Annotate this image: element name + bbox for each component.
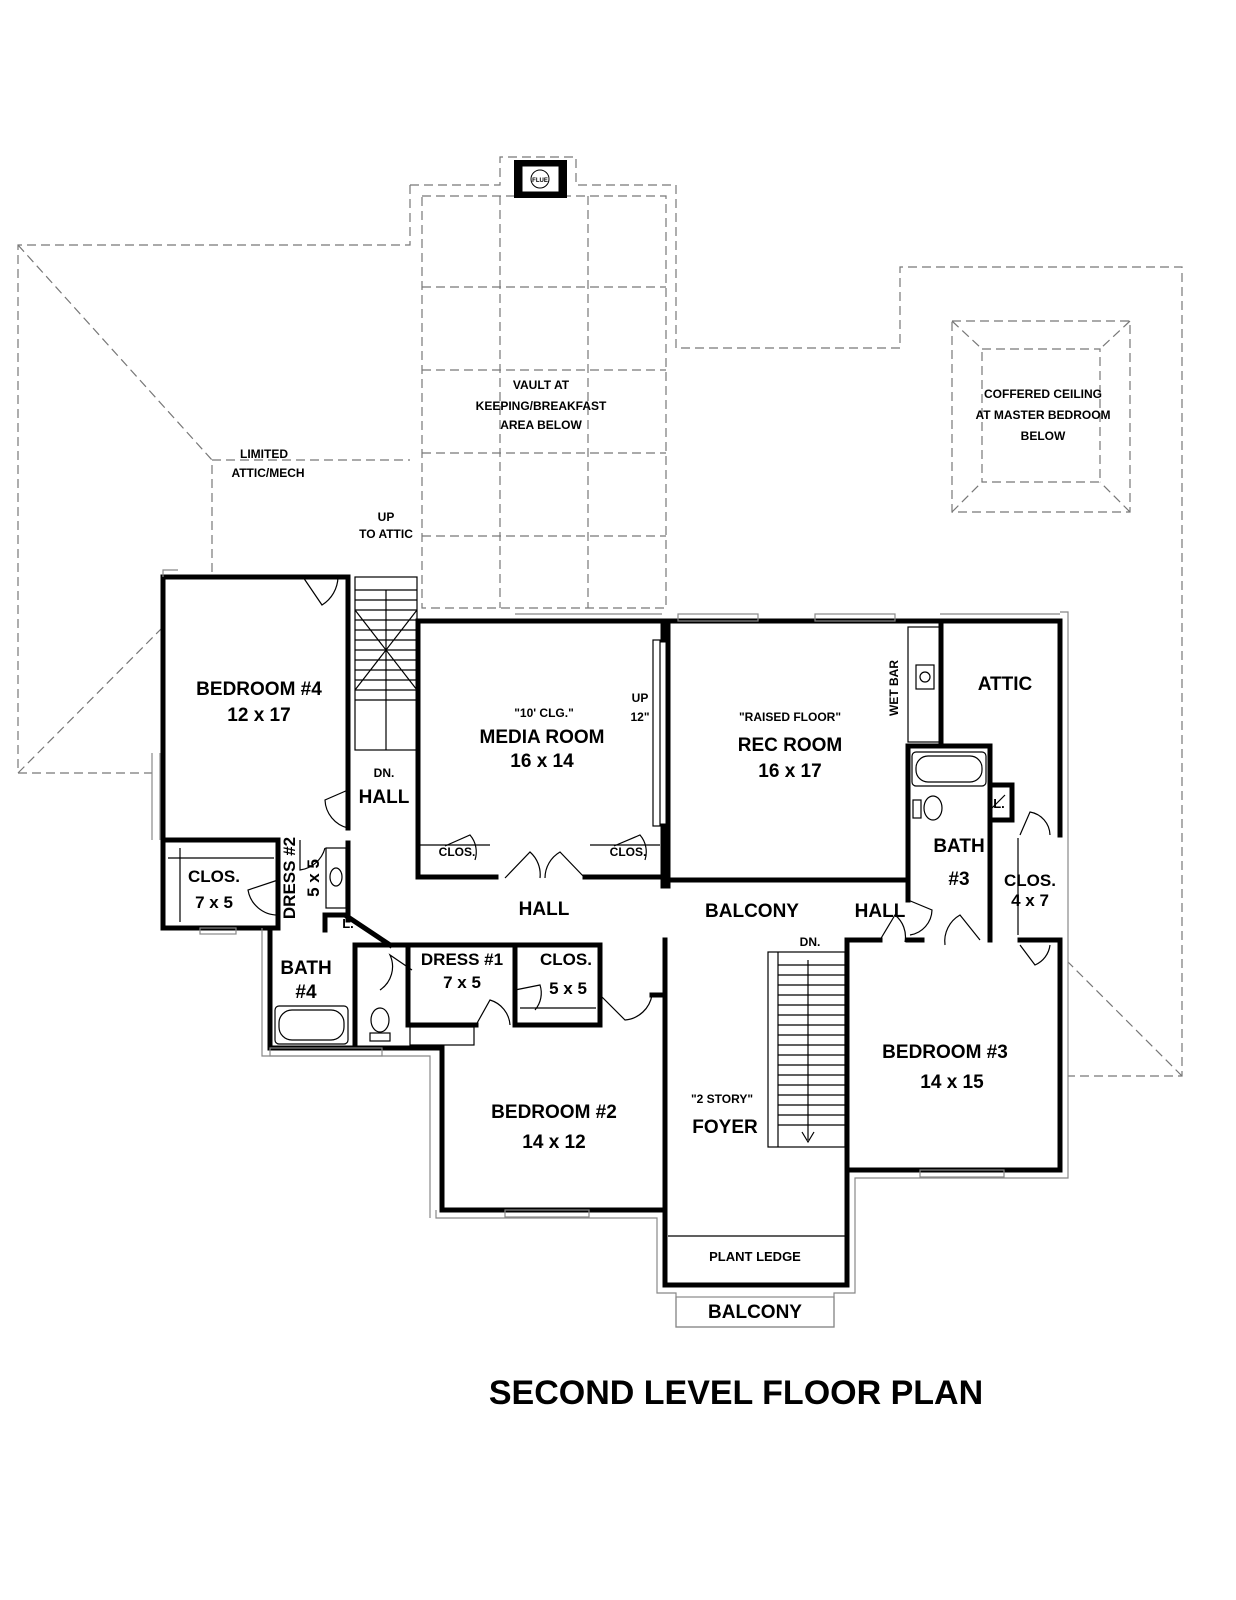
room-name: ATTIC [978,674,1033,695]
svg-text:12": 12" [630,710,649,724]
room-size: 12 x 17 [227,705,290,726]
svg-text:UP: UP [378,510,395,524]
closet-4x7: CLOS. 4 x 7 [1004,871,1056,910]
media-room: "10' CLG." MEDIA ROOM 16 x 14 [480,706,605,772]
room-name: DRESS #2 [280,837,299,919]
plan-title: SECOND LEVEL FLOOR PLAN [489,1374,983,1412]
chimney: FLUE [514,160,567,198]
bath-3: BATH #3 [933,836,984,890]
bedroom-3: BEDROOM #3 14 x 15 [882,1042,1008,1093]
hall-left-label: HALL [359,787,410,808]
coffered-note: COFFERED CEILING AT MASTER BEDROOM BELOW [975,387,1110,443]
room-name: MEDIA ROOM [480,727,605,748]
svg-text:AREA BELOW: AREA BELOW [500,418,582,432]
room-name: REC ROOM [738,735,843,756]
room-name: CLOS. [1004,871,1056,890]
dress-1: DRESS #1 7 x 5 [421,950,503,992]
room-name: DRESS #1 [421,950,503,969]
flue-label: FLUE [532,178,548,184]
bath-4: BATH #4 [280,958,331,1003]
balcony-bottom-label: BALCONY [708,1302,802,1323]
dn-stair-top: DN. [374,766,395,780]
bedroom-4: BEDROOM #4 12 x 17 [196,679,322,726]
svg-text:BELOW: BELOW [1021,429,1066,443]
foyer-stair [767,951,846,1148]
up-media-note: UP 12" [630,691,649,724]
hall-right-label: HALL [855,901,906,922]
limited-attic-note: LIMITED ATTIC/MECH [231,447,304,480]
rec-room: "RAISED FLOOR" REC ROOM 16 x 17 [738,710,843,782]
room-size: 16 x 17 [758,761,821,782]
room-size: 14 x 15 [920,1072,984,1093]
roof-outline [17,156,1183,1077]
linen-left-label: L. [342,916,354,931]
linen-right-label: L. [993,796,1005,811]
svg-text:VAULT AT: VAULT AT [513,378,570,392]
room-name: CLOS. [540,950,592,969]
wet-bar: WET BAR [887,660,901,716]
closet-media-left-label: CLOS. [439,845,476,859]
dn-stair-foyer: DN. [800,935,821,949]
room-size: 7 x 5 [195,893,233,912]
room-name: WET BAR [887,660,901,716]
svg-text:ATTIC/MECH: ATTIC/MECH [231,466,304,480]
balcony-mid-label: BALCONY [705,901,799,922]
dress-2: DRESS #2 5 x 5 [280,837,323,919]
svg-text:TO ATTIC: TO ATTIC [359,527,413,541]
svg-text:UP: UP [632,691,649,705]
room-size: 7 x 5 [443,973,481,992]
room-name: CLOS. [188,867,240,886]
room-size: 5 x 5 [304,859,323,897]
hall-center-label: HALL [519,899,570,920]
plant-ledge-label: PLANT LEDGE [709,1249,801,1264]
room-size: 14 x 12 [522,1132,585,1153]
room-size: 16 x 14 [510,751,574,772]
foyer: "2 STORY" FOYER [691,1092,758,1138]
room-name: BATH [933,836,984,857]
svg-text:LIMITED: LIMITED [240,447,288,461]
room-note: "10' CLG." [514,706,574,720]
room-name: BEDROOM #3 [882,1042,1008,1063]
detail-lines [151,569,1069,1328]
room-number: #3 [948,869,969,890]
room-note: "RAISED FLOOR" [739,710,841,724]
room-note: "2 STORY" [691,1092,753,1106]
svg-text:COFFERED CEILING: COFFERED CEILING [984,387,1102,401]
up-to-attic-note: UP TO ATTIC [359,510,413,541]
room-number: #4 [295,982,317,1003]
room-size: 4 x 7 [1011,891,1049,910]
svg-text:AT MASTER BEDROOM: AT MASTER BEDROOM [975,408,1110,422]
attic: ATTIC [978,674,1033,695]
svg-text:KEEPING/BREAKFAST: KEEPING/BREAKFAST [476,399,607,413]
room-name: BEDROOM #4 [196,679,322,700]
room-name: BATH [280,958,331,979]
attic-stair [354,576,418,751]
room-size: 5 x 5 [549,979,587,998]
bedroom-2: BEDROOM #2 14 x 12 [491,1102,617,1153]
vault-note: VAULT AT KEEPING/BREAKFAST AREA BELOW [476,378,607,432]
closet-media-right-label: CLOS. [610,845,647,859]
room-name: BEDROOM #2 [491,1102,617,1123]
closet-5x5: CLOS. 5 x 5 [540,950,592,998]
closet-7x5: CLOS. 7 x 5 [188,867,240,912]
room-name: FOYER [692,1117,758,1138]
